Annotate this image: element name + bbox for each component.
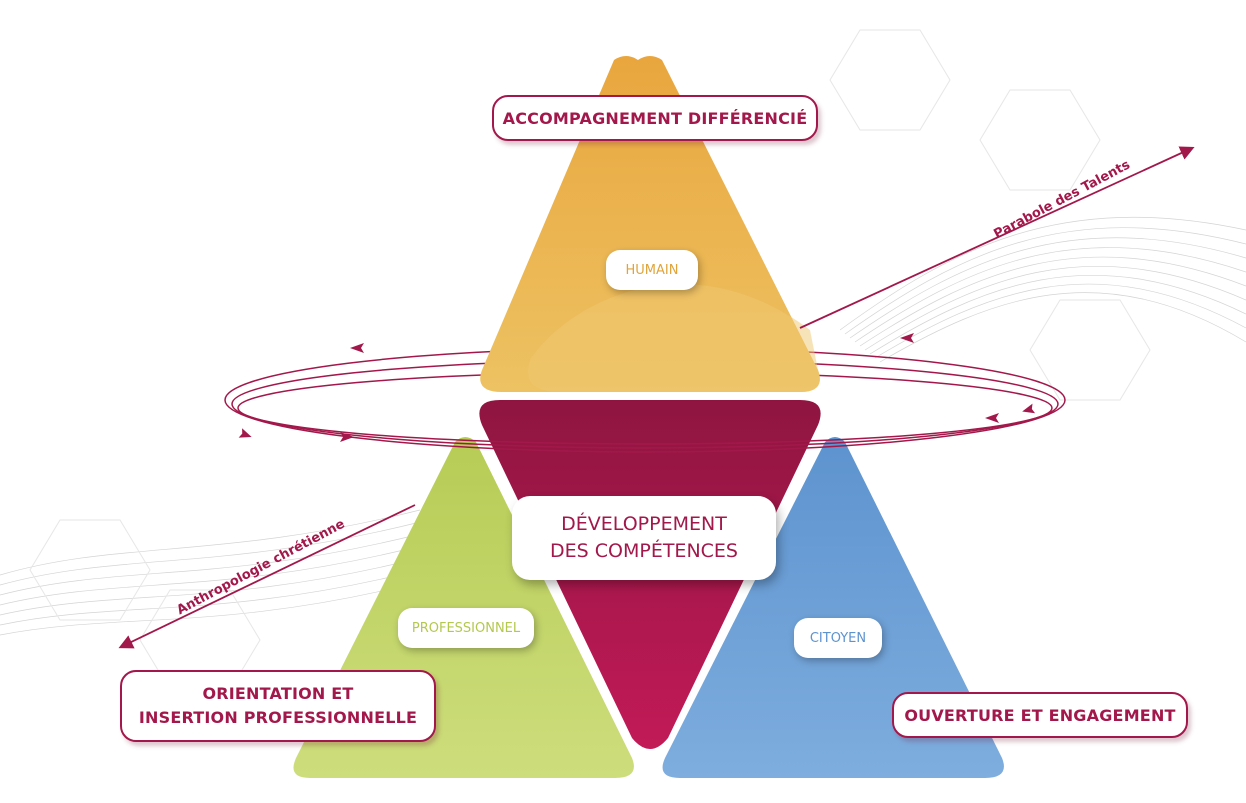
- pill-developpement-line1: DÉVELOPPEMENT: [561, 513, 727, 535]
- pill-orientation-line2: INSERTION PROFESSIONNELLE: [138, 708, 418, 727]
- pill-citoyen-text: CITOYEN: [809, 630, 867, 646]
- pill-developpement: DÉVELOPPEMENT DES COMPÉTENCES: [512, 496, 776, 580]
- background-waves-right: [839, 216, 1246, 363]
- orbit-arrowheads: [238, 333, 1036, 442]
- background-waves-left: [0, 509, 421, 636]
- pill-citoyen: CITOYEN: [794, 618, 882, 658]
- pill-orientation: ORIENTATION ET INSERTION PROFESSIONNELLE: [120, 670, 436, 742]
- pill-developpement-line2: DES COMPÉTENCES: [550, 540, 738, 562]
- pill-humain: HUMAIN: [606, 250, 698, 290]
- pill-ouverture-text: OUVERTURE ET ENGAGEMENT: [904, 705, 1176, 725]
- pill-accompagnement: ACCOMPAGNEMENT DIFFÉRENCIÉ: [492, 95, 818, 141]
- pill-accompagnement-text: ACCOMPAGNEMENT DIFFÉRENCIÉ: [502, 108, 808, 128]
- pill-ouverture: OUVERTURE ET ENGAGEMENT: [892, 692, 1188, 738]
- pill-humain-text: HUMAIN: [625, 262, 679, 278]
- arrow-parabole: [799, 146, 1195, 329]
- pill-orientation-line1: ORIENTATION ET: [202, 684, 354, 703]
- orbit-front: [224, 399, 1066, 453]
- triangle-humain-shade: [528, 284, 820, 392]
- pill-professionnel-text: PROFESSIONNEL: [411, 620, 521, 636]
- arrow-anthropologie: [118, 504, 416, 649]
- pill-professionnel: PROFESSIONNEL: [398, 608, 534, 648]
